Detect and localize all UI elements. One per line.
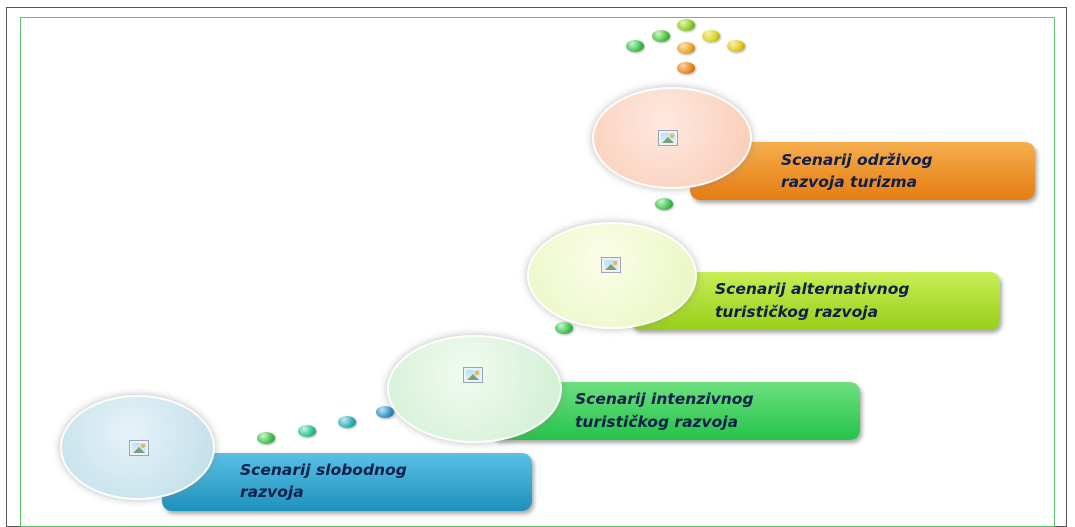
connector-dot: [257, 432, 275, 444]
step-1-label-box: Scenarij slobodnog razvoja: [162, 453, 532, 511]
step-2-label-line1: Scenarij intenzivnog: [575, 390, 754, 408]
step-4-label-line1: Scenarij održivog: [781, 151, 933, 169]
step-1-label-line2: razvoja: [240, 483, 304, 501]
step-3-label-line2: turističkog razvoja: [715, 303, 879, 321]
fountain-dot: [652, 30, 670, 42]
step-4-label-box: Scenarij održivog razvoja turizma: [690, 142, 1035, 200]
step-1-circle: [60, 395, 215, 500]
connector-dot: [298, 425, 316, 437]
step-1-label-line1: Scenarij slobodnog: [240, 461, 407, 479]
step-2-circle: [387, 335, 562, 443]
step-3-circle: [527, 222, 697, 329]
fountain-dot: [626, 40, 644, 52]
fountain-dot: [677, 42, 695, 54]
connector-dot: [338, 416, 356, 428]
image-placeholder-icon: [129, 440, 149, 456]
image-placeholder-icon: [601, 257, 621, 273]
fountain-dot: [702, 30, 720, 42]
step-3-label-box: Scenarij alternativnog turističkog razvo…: [630, 272, 1000, 330]
fountain-dot: [727, 40, 745, 52]
step-2-label-line2: turističkog razvoja: [575, 413, 739, 431]
fountain-dot: [677, 19, 695, 31]
step-4-circle: [592, 87, 752, 189]
step-3-label-line1: Scenarij alternativnog: [715, 280, 910, 298]
fountain-dot: [677, 62, 695, 74]
connector-dot: [376, 406, 394, 418]
connector-dot: [655, 198, 673, 210]
image-placeholder-icon: [463, 367, 483, 383]
step-4-label-line2: razvoja turizma: [781, 173, 918, 191]
image-placeholder-icon: [658, 130, 678, 146]
connector-dot: [555, 322, 573, 334]
